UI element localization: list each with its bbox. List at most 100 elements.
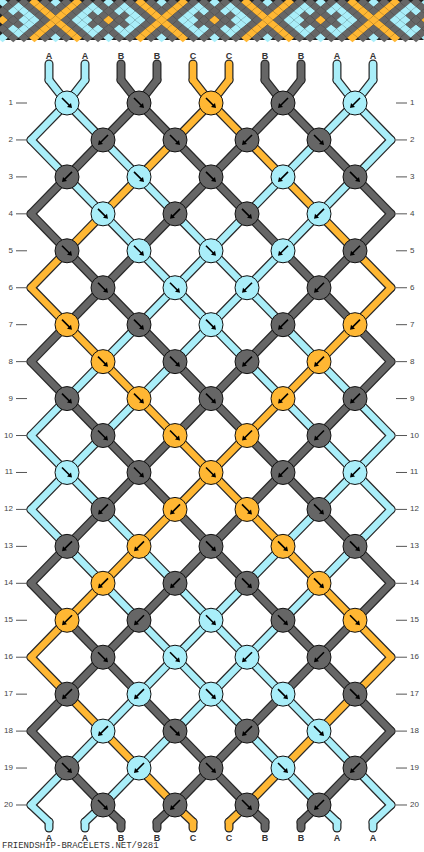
knot — [91, 497, 115, 521]
knot — [235, 793, 259, 817]
knot — [127, 313, 151, 337]
knot — [343, 682, 367, 706]
arrow-head — [278, 399, 283, 404]
arrow-head — [211, 472, 216, 477]
arrow-head — [62, 620, 67, 625]
knot-circle — [271, 91, 295, 115]
row-ticks — [16, 103, 407, 805]
preview-knot — [416, 20, 424, 29]
knot — [91, 719, 115, 743]
string-letter: A — [46, 52, 53, 61]
knot — [91, 350, 115, 374]
arrow-head — [242, 362, 247, 367]
arrow-head — [355, 177, 360, 182]
knot-circle — [163, 719, 187, 743]
arrow-head — [175, 657, 180, 662]
string-letter: A — [334, 834, 341, 843]
knot — [199, 756, 223, 780]
knot-circle — [199, 387, 223, 411]
arrow-head — [247, 583, 252, 588]
row-number: 2 — [410, 136, 414, 144]
row-tick — [396, 398, 407, 399]
arrow-head — [283, 768, 288, 773]
arrow-head — [314, 657, 319, 662]
knot-circle — [91, 793, 115, 817]
row-number: 13 — [410, 542, 419, 550]
arrow-head — [355, 620, 360, 625]
knot-circle — [91, 276, 115, 300]
knot — [235, 128, 259, 152]
arrow-head — [67, 251, 72, 256]
row-number: 6 — [410, 284, 414, 292]
string — [82, 822, 89, 828]
row-tick — [16, 509, 27, 510]
knot-circle — [55, 756, 79, 780]
knot-circle — [271, 534, 295, 558]
knot-circle — [343, 91, 367, 115]
knot — [271, 91, 295, 115]
knot — [343, 165, 367, 189]
knot-circle — [235, 276, 259, 300]
knot — [55, 239, 79, 263]
row-number: 8 — [9, 358, 13, 366]
arrow-head — [278, 325, 283, 330]
knot — [235, 350, 259, 374]
knot-circle — [127, 313, 151, 337]
row-number: 10 — [4, 432, 13, 440]
string — [190, 822, 197, 828]
string-letter: A — [82, 52, 89, 61]
row-number: 11 — [410, 468, 418, 476]
knot — [271, 682, 295, 706]
row-tick — [16, 103, 27, 104]
knot-circle — [235, 424, 259, 448]
arrow-head — [211, 768, 216, 773]
knot-circle — [307, 128, 331, 152]
knot-circle — [163, 202, 187, 226]
string-edge — [369, 822, 378, 828]
knot-circle — [271, 608, 295, 632]
row-tick — [396, 435, 407, 436]
knot-circle — [199, 756, 223, 780]
arrow-head — [67, 399, 72, 404]
row-number: 4 — [9, 210, 13, 218]
knot — [163, 128, 187, 152]
arrow-head — [98, 731, 103, 736]
arrow-head — [314, 288, 319, 293]
knot-circle — [163, 350, 187, 374]
arrow-head — [314, 214, 319, 219]
row-number: 19 — [410, 764, 419, 772]
knot — [307, 571, 331, 595]
row-tick — [16, 250, 27, 251]
row-tick — [16, 694, 27, 695]
knot — [163, 497, 187, 521]
arrow-head — [350, 251, 355, 256]
string-letter: C — [190, 834, 197, 843]
knot — [199, 313, 223, 337]
knot — [343, 608, 367, 632]
row-tick — [396, 804, 407, 805]
row-number: 9 — [9, 395, 13, 403]
row-tick — [396, 731, 407, 732]
knot-circle — [91, 645, 115, 669]
row-number: 10 — [410, 432, 419, 440]
knot — [163, 645, 187, 669]
row-tick — [396, 287, 407, 288]
knot-circle — [343, 608, 367, 632]
arrow-head — [211, 694, 216, 699]
arrow-head — [319, 140, 324, 145]
string — [31, 805, 49, 822]
knot — [55, 313, 79, 337]
knot — [55, 756, 79, 780]
knot-circle — [235, 202, 259, 226]
knot-circle — [55, 165, 79, 189]
row-tick — [16, 398, 27, 399]
arrow-head — [103, 362, 108, 367]
row-number: 14 — [410, 579, 419, 587]
pattern-preview — [0, 0, 424, 42]
string-letter: C — [190, 52, 197, 61]
arrow-head — [62, 177, 67, 182]
knot — [55, 387, 79, 411]
knot-circle — [127, 756, 151, 780]
knot — [235, 202, 259, 226]
